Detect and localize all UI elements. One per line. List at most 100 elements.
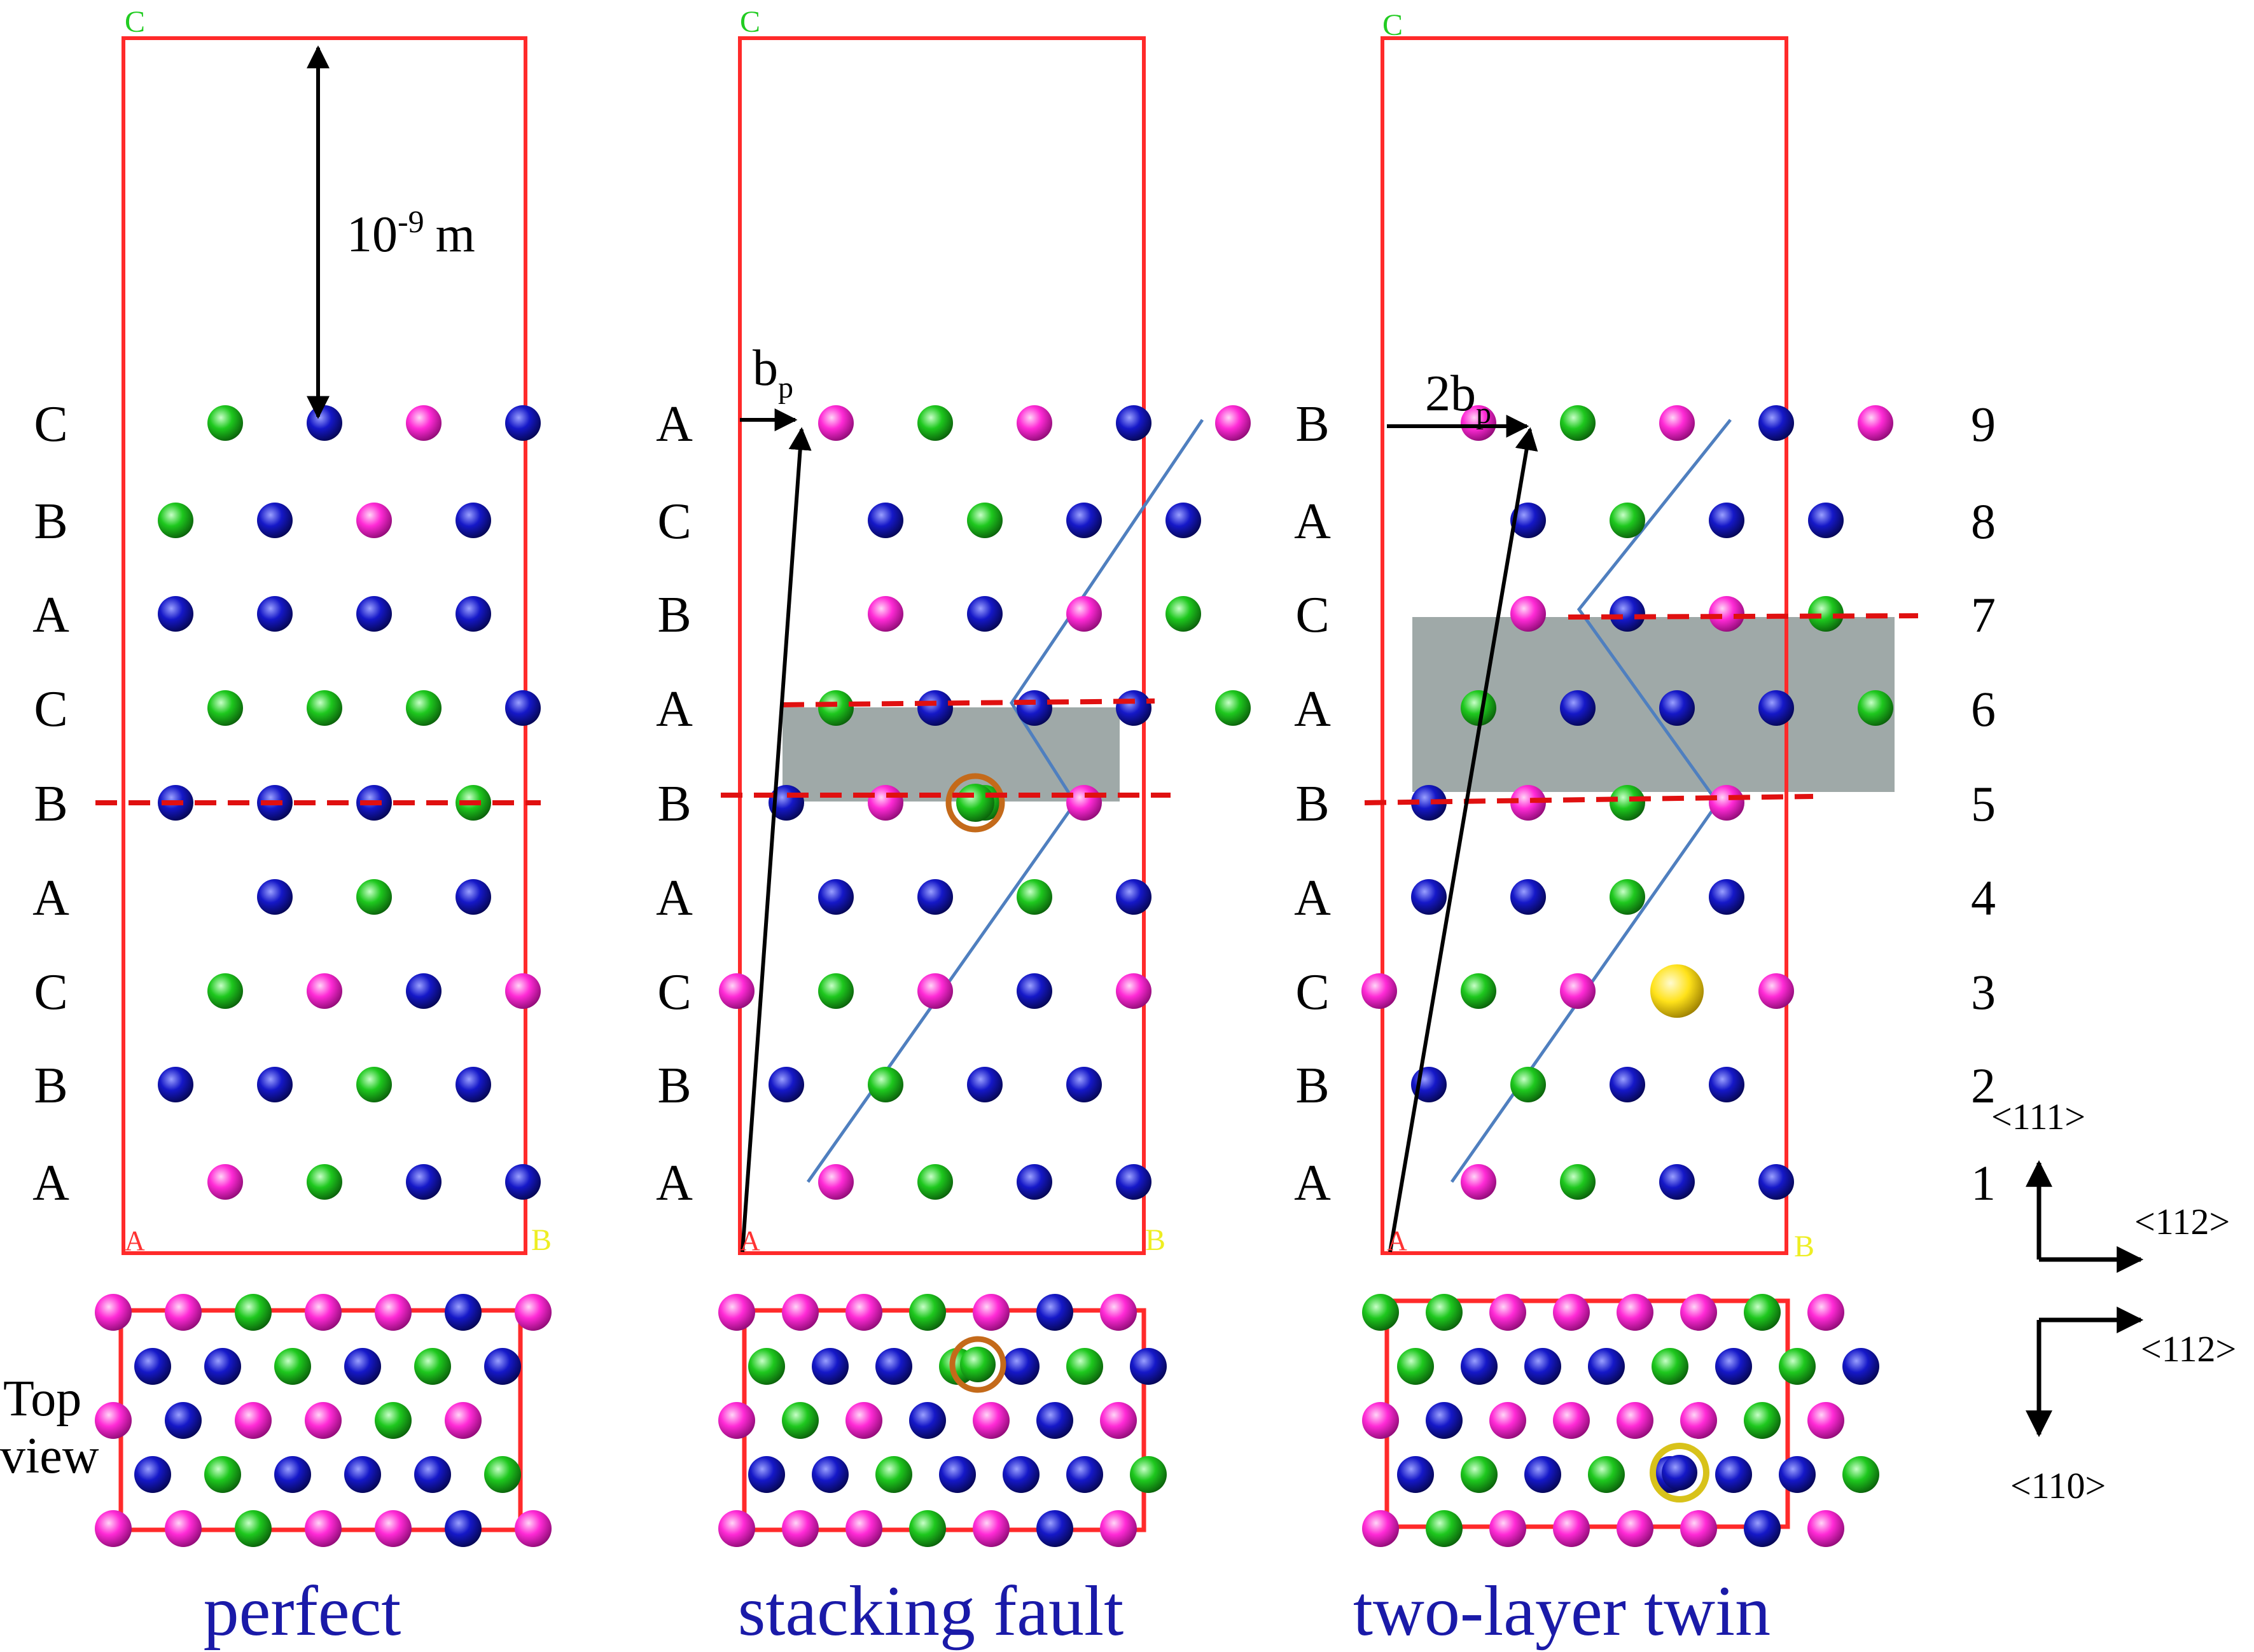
atom-magenta [1659,405,1695,441]
corner-label-bottom-left: A [740,1225,760,1256]
atom-green [207,690,243,726]
atom-blue [1017,1164,1052,1200]
top-atom-magenta [1680,1294,1717,1331]
atom-green [1461,690,1496,726]
layer-letter: A [1294,494,1331,550]
top-atom-magenta [973,1402,1010,1439]
atom-blue [1411,785,1447,821]
atom-blue [1116,1164,1151,1200]
top-atom-magenta [1807,1402,1844,1439]
top-atom-green [1130,1456,1167,1493]
top-atom-blue [1130,1348,1167,1385]
top-atom-blue [445,1510,482,1547]
top-atom-magenta [1489,1402,1526,1439]
layer-letter: A [1294,1155,1331,1211]
top-atom-blue [484,1348,521,1385]
atom-green [406,690,442,726]
atom-blue [456,1067,491,1102]
layer-number: 6 [1971,681,1996,737]
top-atom-green [1744,1402,1781,1439]
top-atom-solute-blue [1662,1455,1697,1490]
atom-green [1560,1164,1596,1200]
atom-blue [158,1067,193,1102]
atom-green [158,503,193,538]
atom-blue [818,879,854,915]
atom-magenta [1461,405,1496,441]
top-atom-magenta [718,1402,755,1439]
top-atom-magenta [1362,1510,1399,1547]
layer-letter: B [1295,396,1329,452]
axis-label-110: <110> [2010,1465,2106,1506]
top-atom-green [1426,1510,1463,1547]
scale-base: 10 [347,207,398,263]
atom-blue [257,503,293,538]
atom-magenta [356,503,392,538]
burgers-arrows [740,408,1538,1253]
atom-magenta [868,596,903,632]
atom-blue [1066,503,1102,538]
atom-blue [1066,1067,1102,1102]
atom-blue [1808,503,1844,538]
atom-green [1808,596,1844,632]
top-atom-blue [204,1348,241,1385]
atom-magenta [1361,973,1397,1009]
atom-magenta [917,973,953,1009]
atom-magenta [1116,973,1151,1009]
atom-blue [1610,1067,1645,1102]
top-atom-green [1426,1294,1463,1331]
top-atom-magenta [95,1402,132,1439]
top-atom-magenta [1100,1510,1137,1547]
top-view-label-line1: Top [3,1371,81,1427]
top-atom-magenta [973,1294,1010,1331]
layer-number: 5 [1971,776,1996,831]
top-atom-blue [1036,1402,1073,1439]
atom-green [1461,973,1496,1009]
layer-letter: B [34,776,67,832]
atom-blue [158,596,193,632]
burgers-vector-total-twin [1388,427,1538,1253]
atom-blue [1116,879,1151,915]
burgers-label-partial: b [753,340,778,396]
layer-letter: B [657,776,691,832]
layer-letter: B [1295,776,1329,832]
top-atom-magenta [1489,1294,1526,1331]
layer-letter: A [32,587,69,643]
atom-green [1610,503,1645,538]
top-atom-blue [1715,1456,1752,1493]
top-atom-magenta [375,1510,412,1547]
atom-magenta [1758,973,1794,1009]
atom-blue [1610,596,1645,632]
atom-blue [1709,1067,1744,1102]
burgers-vector-total [741,427,812,1253]
atom-green [307,1164,342,1200]
layer-letter: C [34,681,67,737]
atom-green [917,1164,953,1200]
atom-magenta [207,1164,243,1200]
top-atom-magenta [305,1402,342,1439]
atom-magenta [307,973,342,1009]
atom-blue [406,1164,442,1200]
atom-blue [1017,973,1052,1009]
top-atom-magenta [845,1510,882,1547]
atom-green [207,405,243,441]
atom-blue [917,690,953,726]
layer-letter: C [34,964,67,1020]
top-atom-blue [812,1456,849,1493]
burgers-labels: bp 2bp [753,340,1491,430]
top-atom-green [414,1348,451,1385]
top-atom-magenta [718,1510,755,1547]
corner-label-bottom-right: B [531,1223,552,1257]
layer-letter: A [1294,681,1331,737]
layer-number: 7 [1971,587,1996,642]
atom-blue [257,596,293,632]
top-atom-blue [1461,1348,1498,1385]
layer-letter: B [34,494,67,550]
top-atom-blue [134,1348,171,1385]
top-atom-magenta [1100,1294,1137,1331]
top-atom-magenta [305,1294,342,1331]
layer-letter: C [34,396,67,452]
top-atom-green [1461,1456,1498,1493]
layer-letter: A [656,1155,693,1211]
layer-letter: A [1294,870,1331,926]
